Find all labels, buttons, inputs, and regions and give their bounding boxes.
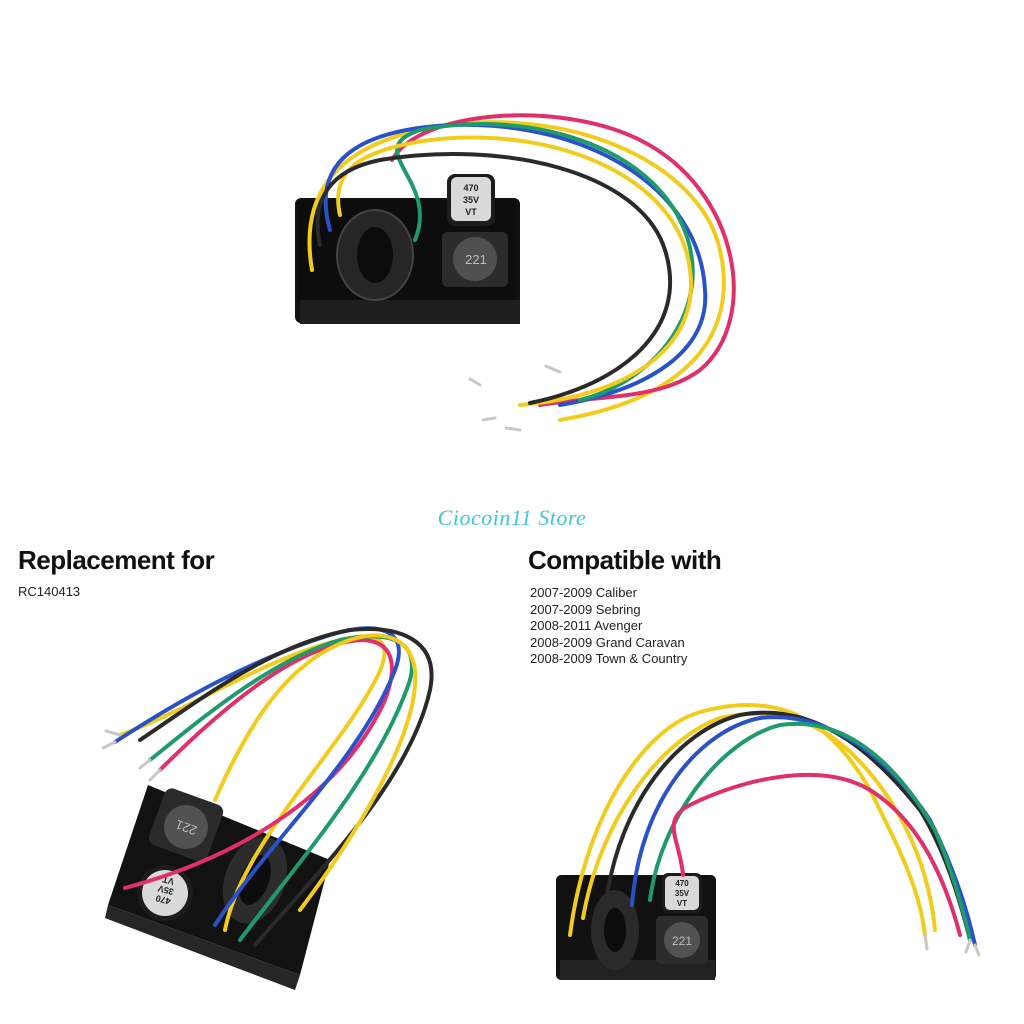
compatible-item: 2007-2009 Caliber	[530, 585, 687, 602]
capacitor-value-top: 470	[463, 183, 478, 193]
wire-bundle-bottom-right	[568, 702, 981, 957]
compatible-item: 2008-2009 Grand Caravan	[530, 635, 687, 652]
store-watermark: Ciocoin11 Store	[437, 505, 587, 530]
wire-bundle-bottom-left	[101, 626, 434, 947]
compatible-item-model: Grand Caravan	[595, 634, 685, 650]
inductor-code-bottom-right: 221	[672, 934, 692, 948]
compatible-item-model: Caliber	[595, 585, 637, 600]
compatible-item: 2008-2009 Town & Country	[530, 651, 687, 668]
smd-inductor-bottom-right: 221	[656, 916, 708, 964]
capacitor-top: 470 35V VT	[447, 174, 495, 226]
compatible-item: 2007-2009 Sebring	[530, 602, 687, 619]
compatible-list: 2007-2009 Caliber 2007-2009 Sebring 2008…	[530, 585, 687, 668]
capacitor-voltage-top: 35V	[463, 195, 479, 205]
compatible-item-years: 2008-2009	[530, 634, 593, 650]
wire-bundle-top	[307, 113, 736, 432]
smd-inductor-bottom-left: 221	[148, 788, 224, 862]
toroid-inductor-top	[336, 209, 414, 301]
capacitor-series-top: VT	[465, 207, 477, 217]
compatible-item: 2008-2011 Avenger	[530, 618, 687, 635]
compatible-heading: Compatible with	[528, 545, 722, 575]
capacitor-value-bottom-right: 470	[675, 879, 689, 888]
inductor-code-bottom-left: 221	[173, 817, 199, 839]
compatible-item-years: 2007-2009	[530, 601, 593, 617]
capacitor-voltage-bottom-left: 35V	[157, 883, 175, 897]
compatible-item-model: Town & Country	[595, 651, 688, 666]
compatible-item-years: 2008-2011	[530, 618, 592, 633]
capacitor-series-bottom-right: VT	[677, 899, 687, 908]
toroid-inductor-bottom-right	[591, 890, 639, 970]
capacitor-bottom-right: 470 35V VT	[662, 873, 702, 913]
compatible-item-model: Avenger	[594, 618, 643, 633]
capacitor-voltage-bottom-right: 35V	[675, 889, 690, 898]
compatible-item-years: 2007-2009	[530, 585, 593, 600]
capacitor-value-bottom-left: 470	[155, 893, 172, 907]
compatible-item-years: 2008-2009	[530, 651, 593, 666]
compatible-item-model: Sebring	[595, 601, 641, 617]
smd-inductor-top: 221	[442, 232, 508, 287]
inductor-code-top: 221	[465, 252, 487, 267]
replacement-heading: Replacement for	[18, 545, 215, 575]
replacement-part-number: RC140413	[18, 584, 81, 599]
